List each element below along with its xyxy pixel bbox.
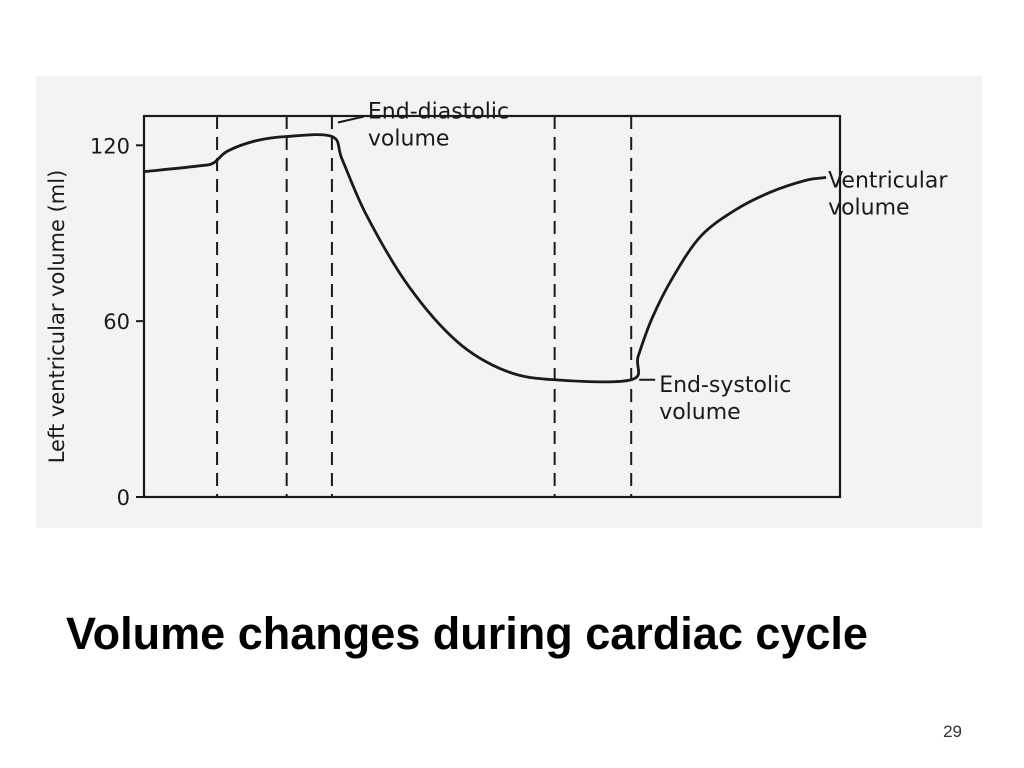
annotation-vv-label: Ventricular bbox=[828, 169, 948, 194]
annotation-leader bbox=[337, 115, 365, 124]
y-tick-label: 0 bbox=[117, 486, 130, 510]
volume-line bbox=[143, 133, 827, 384]
annotation-edv-label: volume bbox=[368, 127, 450, 152]
annotation-edv-label: End-diastolic bbox=[368, 100, 509, 125]
y-tick-label: 60 bbox=[103, 310, 130, 334]
annotation-esv-label: volume bbox=[659, 400, 741, 425]
annotation-esv-label: End-systolic bbox=[659, 373, 791, 398]
slide-number: 29 bbox=[943, 722, 962, 741]
slide-title: Volume changes during cardiac cycle bbox=[66, 608, 868, 659]
y-axis-label: Left ventricular volume (ml) bbox=[45, 170, 69, 464]
annotation-vv-label: volume bbox=[828, 196, 910, 221]
y-tick-label: 120 bbox=[90, 134, 130, 158]
plot-frame bbox=[142, 114, 842, 499]
